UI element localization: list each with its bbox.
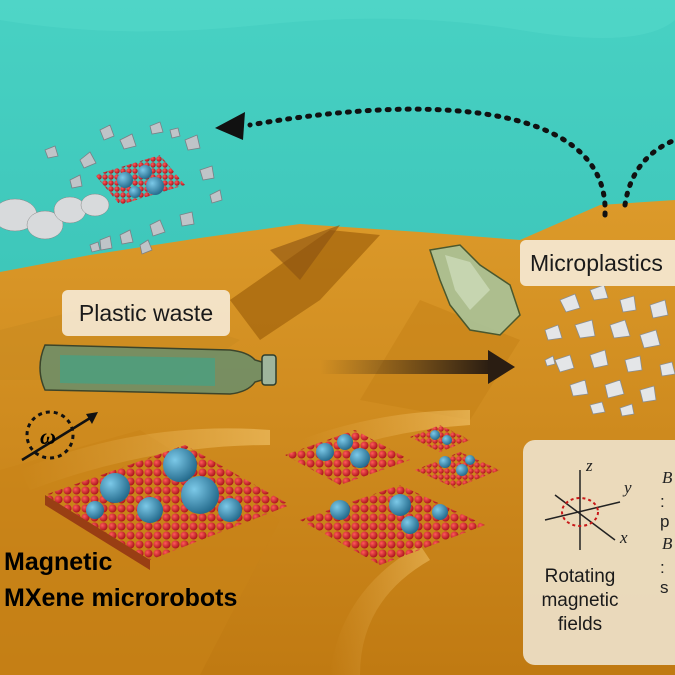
legend-caption-line: magnetic <box>541 590 619 611</box>
light-beam <box>330 545 430 675</box>
legend-caption-line: fields <box>557 614 603 635</box>
dune-shadow <box>270 225 340 280</box>
title-line-1: Magnetic <box>4 548 113 576</box>
microrobot-medium <box>285 430 410 485</box>
microplastics-cloud <box>544 284 675 417</box>
mode-1-text: : p <box>660 492 670 531</box>
recycle-dotted-arrow <box>247 106 608 218</box>
title-line-2: MXene microrobots <box>4 584 238 612</box>
circular-arrow-icon <box>21 410 98 462</box>
axis-y-label: y <box>624 478 632 497</box>
water-surface <box>0 0 675 38</box>
sphere-chain <box>0 193 110 240</box>
dotted-arrow <box>622 137 675 208</box>
legend-caption-line: Rotating <box>544 566 616 587</box>
process-arrow <box>320 360 490 374</box>
axes-icon <box>544 470 621 550</box>
mxene-sheet <box>95 155 185 205</box>
mode-2-text: : s <box>660 558 669 597</box>
legend-panel <box>523 440 675 665</box>
mode-2-symbol: B <box>662 534 673 553</box>
axis-x-label: x <box>620 528 628 547</box>
microrobot-large <box>45 445 290 570</box>
omega-symbol: ω <box>40 424 56 449</box>
light-beam <box>20 428 270 490</box>
axis-z-label: z <box>586 456 593 475</box>
dune-shadow <box>230 230 380 340</box>
crumpled-bottle-icon <box>429 244 521 336</box>
arrowhead-icon <box>488 350 515 384</box>
microrobot-lower <box>300 485 485 565</box>
mode-1-symbol: B <box>662 468 673 487</box>
microplastics-label: Microplastics <box>520 240 675 286</box>
plastic-waste-label: Plastic waste <box>62 290 230 336</box>
magnetic-spheres <box>117 165 164 198</box>
plastic-bottle-icon <box>39 344 277 395</box>
legend-caption: Rotating magnetic fields <box>530 565 630 637</box>
microrobot-small <box>410 425 500 488</box>
plastic-fragments <box>44 121 223 255</box>
arrowhead-icon <box>215 112 245 140</box>
